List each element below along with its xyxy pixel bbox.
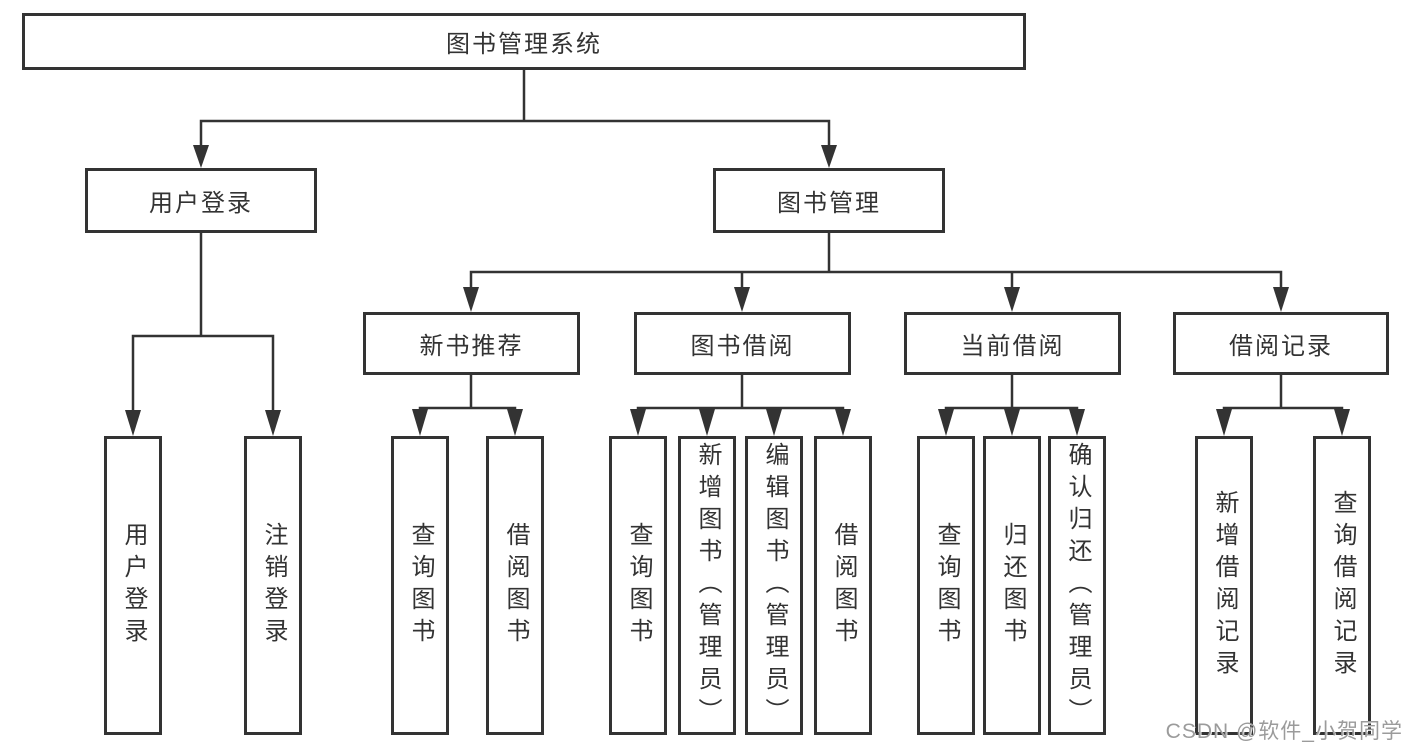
arrow-down-icon [265, 410, 281, 436]
arrow-down-icon [630, 409, 646, 436]
arrow-down-icon [193, 145, 209, 168]
leaf-borrowing-edit-books-admin: 编辑图书（管理员） [745, 436, 803, 735]
arrow-down-icon [699, 409, 715, 436]
connector-root-to-level2 [193, 68, 837, 168]
leaf-current-confirm-return-admin: 确认归还（管理员） [1048, 436, 1106, 735]
leaf-borrowing-borrow-books: 借阅图书 [814, 436, 872, 735]
watermark: CSDN @软件_小贺同学 [1165, 720, 1403, 743]
node-borrowing-records: 借阅记录 [1173, 312, 1389, 375]
leaf-records-query-record: 查询借阅记录 [1313, 436, 1371, 735]
leaf-borrowing-query-books: 查询图书 [609, 436, 667, 735]
arrow-down-icon [938, 409, 954, 436]
arrow-down-icon [507, 409, 523, 436]
arrow-down-icon [412, 409, 428, 436]
node-book-borrowing: 图书借阅 [634, 312, 851, 375]
arrow-down-icon [821, 145, 837, 168]
leaf-newbook-borrow-books: 借阅图书 [486, 436, 544, 735]
connector-book-borrowing-children [630, 373, 851, 436]
leaf-current-query-books: 查询图书 [917, 436, 975, 735]
leaf-current-return-books: 归还图书 [983, 436, 1041, 735]
arrow-down-icon [766, 409, 782, 436]
leaf-logout: 注销登录 [244, 436, 302, 735]
arrow-down-icon [1004, 287, 1020, 312]
connector-book-management-children [463, 231, 1289, 312]
leaf-newbook-query-books: 查询图书 [391, 436, 449, 735]
leaf-user-login: 用户登录 [104, 436, 162, 735]
node-new-book-recommend: 新书推荐 [363, 312, 580, 375]
arrow-down-icon [1216, 409, 1232, 436]
arrow-down-icon [1334, 409, 1350, 436]
leaf-borrowing-add-books-admin: 新增图书（管理员） [678, 436, 736, 735]
arrow-down-icon [463, 287, 479, 312]
arrow-down-icon [1069, 409, 1085, 436]
arrow-down-icon [1004, 409, 1020, 436]
arrow-down-icon [1273, 287, 1289, 312]
node-user-login: 用户登录 [85, 168, 317, 233]
arrow-down-icon [734, 287, 750, 312]
node-book-management: 图书管理 [713, 168, 945, 233]
connector-current-borrowing-children [938, 373, 1085, 436]
connector-new-book-children [412, 373, 523, 436]
connector-user-login-children [125, 231, 281, 436]
node-current-borrowing: 当前借阅 [904, 312, 1121, 375]
arrow-down-icon [835, 409, 851, 436]
arrow-down-icon [125, 410, 141, 436]
node-library-system: 图书管理系统 [22, 13, 1026, 70]
connector-borrowing-records-children [1216, 373, 1350, 436]
leaf-records-add-record: 新增借阅记录 [1195, 436, 1253, 735]
